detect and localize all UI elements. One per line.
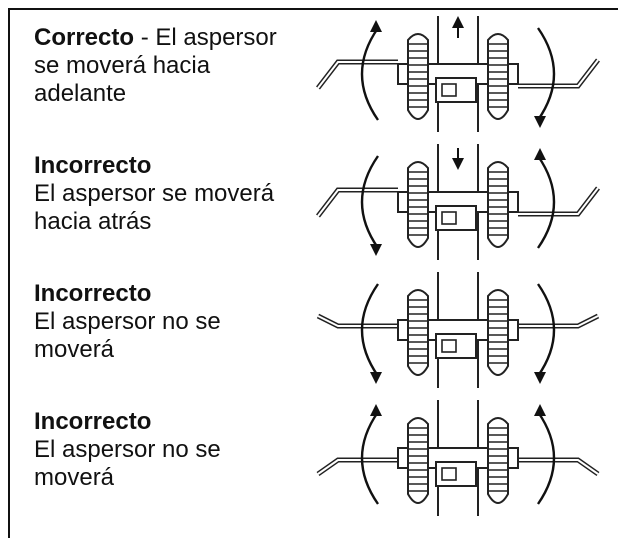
sprinkler-figure-nomove-1 bbox=[298, 266, 618, 394]
arrowhead-icon bbox=[370, 372, 382, 384]
right-arm-inner bbox=[518, 459, 599, 475]
gear-body bbox=[487, 289, 509, 376]
row-heading: Incorrecto bbox=[34, 408, 152, 435]
row-incorrect-backward: Incorrecto El aspersor se moverá hacia a… bbox=[10, 138, 610, 266]
sprinkler-diagram bbox=[316, 16, 600, 132]
right-rotation-arc bbox=[537, 27, 556, 121]
gear-icon bbox=[407, 161, 429, 248]
diagram-frame: Correcto - El aspersor se moverá hacia a… bbox=[8, 8, 618, 538]
gear-body bbox=[407, 33, 429, 120]
gear-icon bbox=[487, 33, 509, 120]
row-caption: Incorrecto El aspersor se moverá hacia a… bbox=[34, 152, 284, 236]
arrowhead-icon bbox=[452, 158, 464, 170]
gear-body bbox=[407, 161, 429, 248]
gear-body bbox=[487, 161, 509, 248]
right-rotation-arc bbox=[537, 155, 556, 249]
gear-body bbox=[407, 289, 429, 376]
row-heading: Incorrecto bbox=[34, 280, 152, 307]
row-text: El aspersor no se moverá bbox=[34, 308, 221, 363]
arrowhead-icon bbox=[534, 404, 546, 416]
sprinkler-figure-nomove-2 bbox=[298, 394, 618, 522]
left-rotation-arc bbox=[360, 283, 379, 377]
left-rotation-arc bbox=[360, 155, 379, 249]
row-heading: Correcto bbox=[34, 24, 135, 51]
row-caption: Incorrecto El aspersor no se moverá bbox=[34, 408, 284, 492]
row-caption: Correcto - El aspersor se moverá hacia a… bbox=[34, 24, 284, 108]
gear-body bbox=[487, 33, 509, 120]
hub-nozzle bbox=[441, 211, 457, 225]
left-rotation-arc bbox=[360, 27, 379, 121]
row-correct-forward: Correcto - El aspersor se moverá hacia a… bbox=[10, 10, 610, 138]
gear-body bbox=[487, 417, 509, 504]
right-arm bbox=[518, 186, 600, 217]
gear-icon bbox=[487, 161, 509, 248]
gear-icon bbox=[407, 417, 429, 504]
right-arm-inner bbox=[518, 315, 599, 327]
hub-nozzle bbox=[441, 83, 457, 97]
sprinkler-figure-forward bbox=[298, 10, 618, 138]
arrowhead-icon bbox=[534, 148, 546, 160]
right-arm bbox=[518, 457, 600, 477]
row-text: El aspersor se moverá hacia atrás bbox=[34, 180, 275, 235]
arrowhead-icon bbox=[370, 20, 382, 32]
sprinkler-diagram bbox=[316, 144, 600, 260]
row-caption: Incorrecto El aspersor no se moverá bbox=[34, 280, 284, 364]
right-arm-inner bbox=[518, 59, 599, 87]
right-rotation-arc bbox=[537, 283, 556, 377]
hub-nozzle bbox=[441, 467, 457, 481]
left-arm-inner bbox=[317, 315, 398, 327]
row-text-inline: - El aspersor se moverá hacia adelante bbox=[34, 24, 277, 107]
right-arm-inner bbox=[518, 187, 599, 215]
arrowhead-icon bbox=[370, 244, 382, 256]
arrowhead-icon bbox=[452, 16, 464, 28]
row-heading: Incorrecto bbox=[34, 152, 152, 179]
arrowhead-icon bbox=[370, 404, 382, 416]
row-incorrect-nomove-2: Incorrecto El aspersor no se moverá bbox=[10, 394, 610, 522]
gear-icon bbox=[487, 289, 509, 376]
gear-icon bbox=[407, 33, 429, 120]
left-rotation-arc bbox=[360, 411, 379, 505]
right-rotation-arc bbox=[537, 411, 556, 505]
left-arm-inner bbox=[317, 459, 398, 475]
sprinkler-figure-backward bbox=[298, 138, 618, 266]
right-arm bbox=[518, 58, 600, 89]
row-text: El aspersor no se moverá bbox=[34, 436, 221, 491]
left-arm-inner bbox=[317, 189, 398, 217]
hub-nozzle bbox=[441, 339, 457, 353]
left-arm bbox=[316, 457, 398, 477]
left-arm bbox=[316, 59, 398, 90]
gear-body bbox=[407, 417, 429, 504]
gear-icon bbox=[487, 417, 509, 504]
arrowhead-icon bbox=[534, 116, 546, 128]
sprinkler-diagram bbox=[316, 400, 600, 516]
gear-icon bbox=[407, 289, 429, 376]
arrowhead-icon bbox=[534, 372, 546, 384]
left-arm-inner bbox=[317, 61, 398, 89]
left-arm bbox=[316, 187, 398, 218]
row-incorrect-nomove-1: Incorrecto El aspersor no se moverá bbox=[10, 266, 610, 394]
sprinkler-diagram bbox=[316, 272, 600, 388]
